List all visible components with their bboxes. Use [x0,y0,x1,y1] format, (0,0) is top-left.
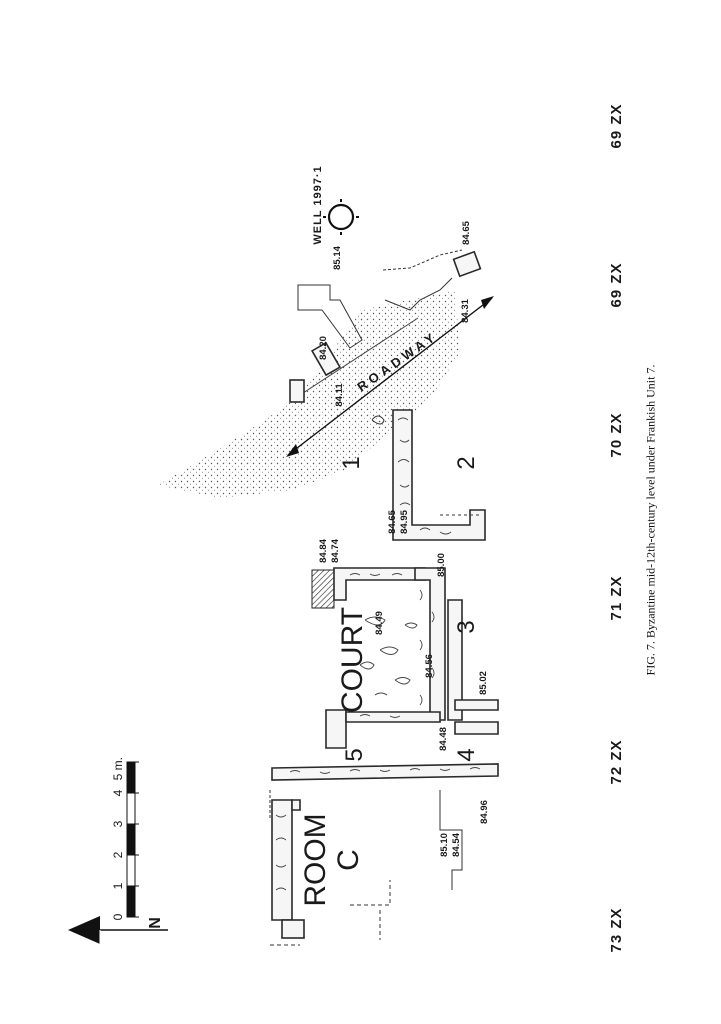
scale-tick-0: 0 [111,913,125,920]
elevation-labels: 85.14 84.65 84.31 84.20 84.11 84.65 84.9… [318,220,490,856]
elev-84-65: 84.65 [387,509,398,533]
scale-tick-2: 2 [111,851,125,858]
elev-well: 85.14 [332,245,343,269]
room-c-label-line1: ROOM [299,813,332,906]
elev-84-56: 84.56 [424,654,435,678]
scale-tick-3: 3 [111,820,125,827]
elev-84-65-top: 84.65 [461,220,472,244]
room-c-label-line2: C [332,849,365,871]
roadway-structures [289,249,482,403]
grid-label-70zx: 70 ZX [608,412,625,457]
grid-label-69zx-a: 69 ZX [608,262,625,307]
elev-84-84: 84.84 [318,538,329,562]
well [323,199,359,235]
figure-caption: FIG. 7. Byzantine mid-12th-century level… [643,364,658,676]
scale-unit-label: 5 m. [111,757,125,780]
room-5-label: 5 [341,748,368,761]
grid-label-73zx: 73 ZX [608,907,625,952]
well-icon [327,203,355,231]
room-3-label: 3 [453,620,480,633]
scale-bar: 0 1 2 3 4 5 m. [111,757,139,920]
court-walls [311,567,463,749]
elev-84-20: 84.20 [318,336,329,360]
elev-85-02: 85.02 [478,671,489,695]
elev-84-96: 84.96 [479,800,490,824]
grid-label-71zx: 71 ZX [608,575,625,620]
room-c-walls [269,790,463,946]
elev-84-74: 84.74 [330,538,341,562]
elev-85-00: 85.00 [436,553,447,577]
court-label: COURT [336,607,369,713]
elev-84-31: 84.31 [460,298,471,322]
elev-84-49: 84.49 [374,611,385,635]
elev-84-54: 84.54 [451,832,462,856]
elev-84-11: 84.11 [334,383,345,407]
elev-84-48: 84.48 [438,727,449,751]
elev-85-10: 85.10 [439,833,450,857]
grid-label-72zx: 72 ZX [608,739,625,784]
grid-labels: 73 ZX 72 ZX 71 ZX 70 ZX 69 ZX 69 ZX [608,103,625,952]
well-label: WELL 1997·1 [312,165,324,244]
room-2-label: 2 [453,456,480,469]
north-arrow: N [68,916,168,944]
room-4-label: 4 [453,748,480,761]
scale-tick-4: 4 [111,789,125,796]
grid-label-69zx-b: 69 ZX [608,103,625,148]
north-label: N [147,917,164,929]
roadway [158,290,494,498]
rooms-4-5-walls [271,699,499,781]
elev-84-95: 84.95 [399,509,410,533]
room-1-label: 1 [338,456,365,469]
scale-tick-1: 1 [111,882,125,889]
rooms-1-2-walls [371,409,486,541]
